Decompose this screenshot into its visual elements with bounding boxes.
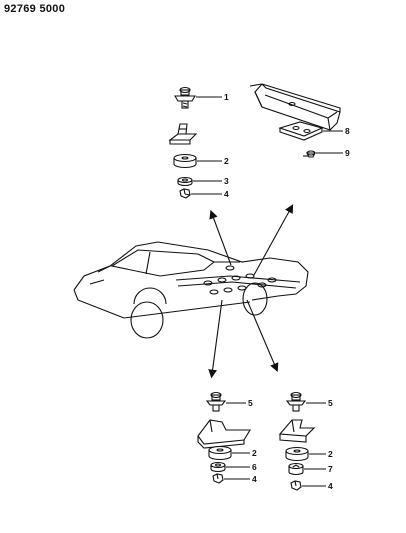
washer-3 bbox=[177, 176, 193, 187]
callout-4-top: 4 bbox=[224, 189, 229, 199]
bracket-top bbox=[168, 123, 198, 145]
callout-2-right: 2 bbox=[328, 449, 333, 459]
frame-rail bbox=[249, 83, 341, 131]
spacer-7 bbox=[288, 462, 304, 476]
mount-locations bbox=[203, 265, 277, 295]
bracket-left bbox=[197, 419, 251, 449]
callout-5-right: 5 bbox=[328, 398, 333, 408]
car-outline bbox=[73, 241, 309, 339]
rubber-washer-2b bbox=[208, 445, 232, 461]
rubber-washer-2 bbox=[173, 153, 197, 169]
nut-4b bbox=[212, 473, 224, 484]
callout-7: 7 bbox=[328, 464, 333, 474]
callout-2-top: 2 bbox=[224, 156, 229, 166]
bolt-1 bbox=[174, 86, 196, 109]
bracket-right bbox=[278, 419, 316, 443]
plate-8 bbox=[278, 121, 324, 141]
callout-8: 8 bbox=[345, 126, 350, 136]
callout-1: 1 bbox=[224, 92, 229, 102]
screw-9 bbox=[303, 150, 316, 158]
washer-6 bbox=[210, 461, 226, 473]
callout-2-left: 2 bbox=[252, 448, 257, 458]
nut-4 bbox=[179, 188, 191, 199]
callout-5-left: 5 bbox=[248, 398, 253, 408]
nut-4c bbox=[290, 480, 302, 491]
rubber-washer-2c bbox=[285, 446, 309, 462]
bolt-5a bbox=[205, 391, 227, 412]
diagram-code: 92769 5000 bbox=[4, 3, 66, 15]
callout-9: 9 bbox=[345, 148, 350, 158]
callout-4-right: 4 bbox=[328, 481, 333, 491]
callout-6: 6 bbox=[252, 462, 257, 472]
callout-4-left: 4 bbox=[252, 474, 257, 484]
bolt-5b bbox=[285, 391, 307, 412]
callout-3: 3 bbox=[224, 176, 229, 186]
